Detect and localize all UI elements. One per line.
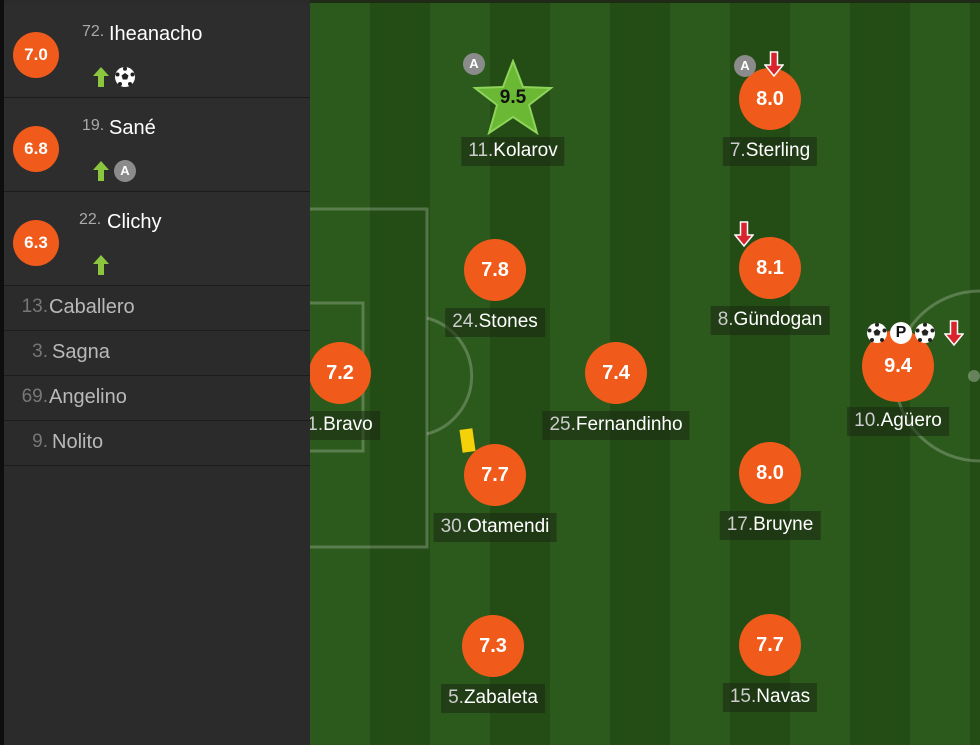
player-number: 10. — [854, 410, 881, 431]
rating-badge: 7.3 — [462, 615, 524, 677]
player-number: 1. — [310, 414, 324, 435]
player-name: Caballero — [49, 296, 135, 318]
arrow-up-icon — [93, 255, 109, 275]
event-icons: P — [866, 320, 964, 346]
rating-badge: 7.2 — [310, 342, 371, 404]
rating-badge: 7.7 — [739, 614, 801, 676]
assist-icon: A — [114, 160, 136, 182]
player-name: Sterling — [745, 140, 811, 161]
player-number: 19. — [82, 117, 105, 134]
player-number: 9. — [32, 431, 48, 452]
ball-icon — [867, 322, 887, 343]
player-name: Angelino — [49, 386, 127, 408]
bench-row[interactable]: 13. Caballero — [4, 286, 310, 331]
player-number: 22. — [79, 211, 102, 228]
player-label: 24.Stones — [445, 308, 545, 337]
player-name: Nolito — [52, 431, 104, 453]
player-label: 7.Sterling — [722, 137, 818, 166]
player-name: Clichy — [107, 211, 162, 233]
player-number: 30. — [440, 516, 468, 537]
pitch: 9.5 A 11.Kolarov 8.0 A 7.Sterling 7.8 24… — [310, 0, 980, 745]
rating-badge: 6.3 — [13, 220, 59, 266]
player-number: 25. — [549, 414, 576, 435]
substitute-row[interactable]: 7.0 72. Iheanacho — [4, 4, 310, 98]
player-name: Agüero — [880, 410, 942, 431]
player-number: 15. — [729, 686, 757, 707]
player-number: 5. — [448, 687, 464, 708]
player-name: Iheanacho — [109, 23, 203, 45]
player-name: Stones — [478, 311, 538, 332]
player-number: 24. — [452, 311, 479, 332]
player-name: Otamendi — [467, 516, 550, 537]
arrow-down-icon — [944, 320, 964, 346]
substitute-row[interactable]: 6.8 19. Sané A — [4, 98, 310, 192]
player-name: Kolarov — [493, 140, 558, 161]
player-label: 8.Gündogan — [710, 306, 830, 335]
assist-icon: A — [734, 55, 756, 77]
bench-row[interactable]: 69. Angelino — [4, 376, 310, 421]
arrow-down-icon — [734, 221, 754, 247]
rating-badge: 6.8 — [13, 126, 59, 172]
player-label: 17.Bruyne — [719, 511, 821, 540]
player-number: 7. — [729, 140, 746, 161]
rating-badge: 7.8 — [464, 239, 526, 301]
player-label: 25.Fernandinho — [542, 411, 690, 440]
player-label: 11.Kolarov — [461, 137, 565, 166]
player-label: 5.Zabaleta — [441, 684, 545, 713]
player-label: 30.Otamendi — [433, 513, 557, 542]
player-number: 17. — [726, 514, 754, 535]
arrow-down-icon — [764, 51, 784, 77]
ball-icon — [915, 322, 935, 343]
substitutes-panel: 7.0 72. Iheanacho 6.8 19. Sané A 6.3 22.… — [0, 0, 310, 745]
rating-badge: 7.7 — [464, 444, 526, 506]
bench-row[interactable]: 9. Nolito — [4, 421, 310, 466]
player-name: Fernandinho — [575, 414, 683, 435]
star-icon — [472, 59, 554, 135]
rating-badge: 7.4 — [585, 342, 647, 404]
event-icons — [92, 66, 136, 88]
event-icons: A — [92, 160, 136, 182]
player-name: Gündogan — [733, 309, 823, 330]
rating-badge: 7.0 — [13, 32, 59, 78]
player-name: Sané — [109, 117, 156, 139]
arrow-up-icon — [93, 67, 109, 87]
rating-badge: 8.1 — [739, 237, 801, 299]
player-number: 72. — [82, 23, 105, 40]
player-number: 11. — [468, 140, 494, 161]
player-name: Navas — [756, 686, 811, 707]
player-name: Bruyne — [753, 514, 814, 535]
penalty-icon: P — [890, 322, 912, 344]
player-name: Zabaleta — [463, 687, 538, 708]
player-number: 69. — [21, 386, 48, 407]
player-label: 1.Bravo — [310, 411, 380, 440]
rating-badge: 8.0 — [739, 68, 801, 130]
event-icons — [92, 254, 110, 276]
player-name: Bravo — [323, 414, 373, 435]
bench-row[interactable]: 3. Sagna — [4, 331, 310, 376]
substitute-row[interactable]: 6.3 22. Clichy — [4, 192, 310, 286]
player-label: 15.Navas — [722, 683, 818, 712]
rating-badge: 8.0 — [739, 442, 801, 504]
assist-icon: A — [463, 53, 485, 75]
player-name: Sagna — [52, 341, 110, 363]
ball-icon — [115, 66, 135, 87]
player-number: 8. — [717, 309, 734, 330]
player-number: 3. — [32, 341, 48, 362]
rating-badge: 9.5 — [499, 87, 527, 108]
player-number: 13. — [21, 296, 48, 317]
arrow-up-icon — [93, 161, 109, 181]
player-label: 10.Agüero — [847, 407, 949, 436]
